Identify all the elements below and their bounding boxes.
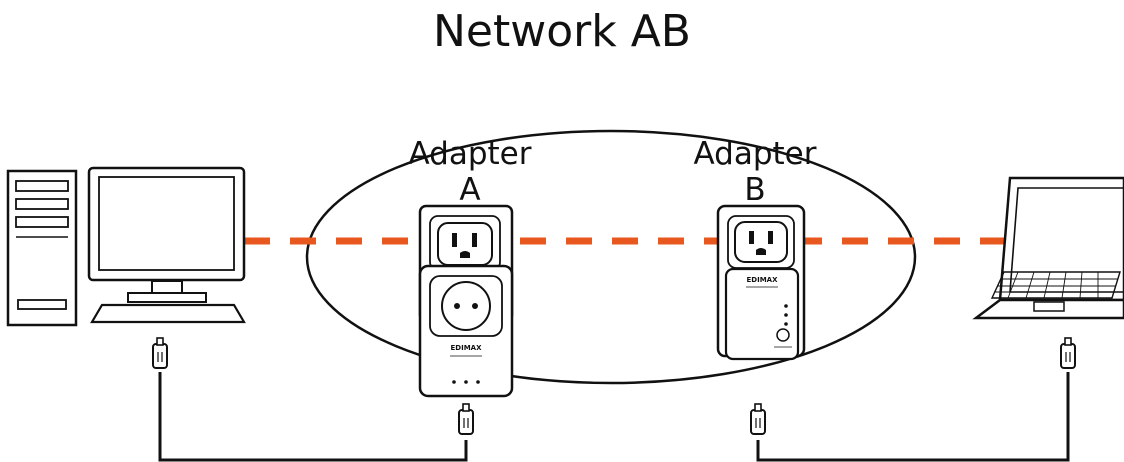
adapter-b-brand: EDIMAX bbox=[747, 276, 779, 284]
keyboard-icon bbox=[90, 303, 246, 324]
laptop-icon bbox=[972, 176, 1124, 320]
adapter-b-label-line2: B bbox=[744, 172, 766, 208]
desktop-tower-icon bbox=[6, 169, 78, 327]
ethernet-cable-left bbox=[158, 372, 468, 462]
adapter-a-label: Adapter A bbox=[405, 136, 535, 208]
rj45-plug-icon-adapter-b bbox=[750, 403, 766, 435]
adapter-b-icon: EDIMAX bbox=[716, 204, 806, 361]
network-ellipse bbox=[305, 129, 917, 385]
rj45-plug-icon-laptop bbox=[1060, 337, 1076, 369]
ethernet-cable-right bbox=[756, 372, 1070, 462]
adapter-b-label-line1: Adapter bbox=[693, 136, 817, 172]
rj45-plug-icon-pc bbox=[152, 337, 168, 369]
adapter-a-brand: EDIMAX bbox=[451, 344, 483, 352]
adapter-b-label: Adapter B bbox=[690, 136, 820, 208]
adapter-a-icon: EDIMAX bbox=[418, 204, 514, 398]
adapter-a-label-line2: A bbox=[459, 172, 481, 208]
rj45-plug-icon-adapter-a bbox=[458, 403, 474, 435]
monitor-icon bbox=[87, 166, 246, 303]
adapter-a-label-line1: Adapter bbox=[408, 136, 532, 172]
diagram-title: Network AB bbox=[433, 6, 691, 57]
